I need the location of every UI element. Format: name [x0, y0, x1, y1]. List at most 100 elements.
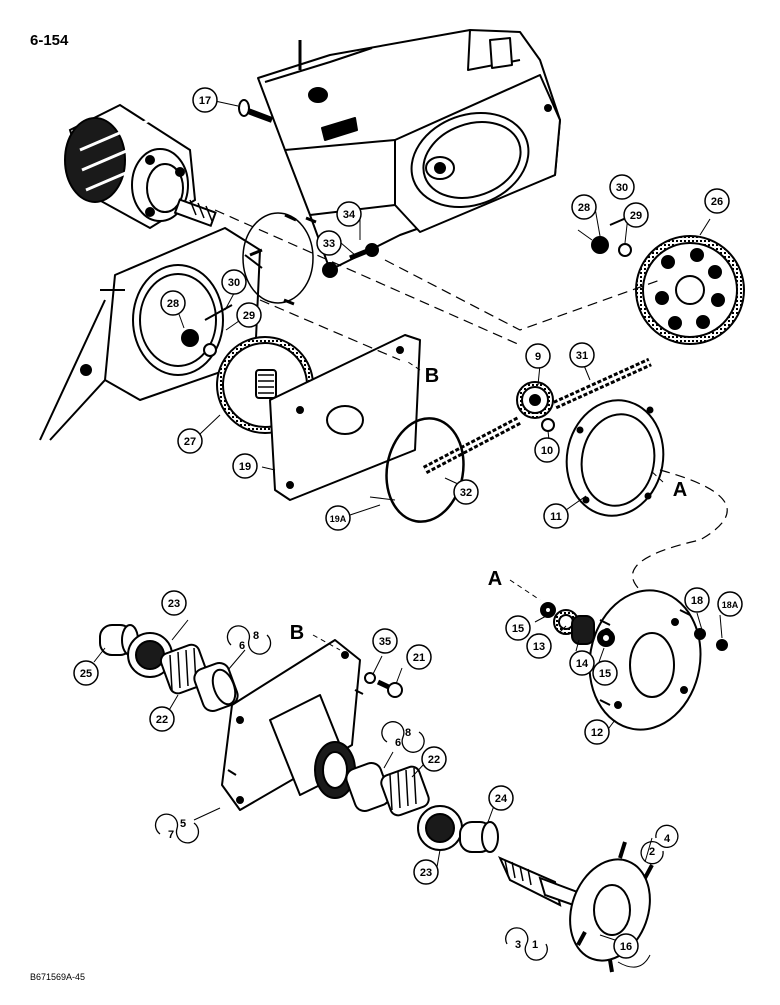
left-mounting-plate	[39, 212, 317, 441]
callout-label: 34	[343, 209, 356, 221]
callout-label: 2	[649, 846, 655, 858]
callout-label: 22	[156, 714, 168, 726]
large-sprocket-26	[635, 235, 745, 345]
callout-23: 23	[413, 859, 439, 885]
callout-label: 6	[395, 737, 401, 749]
assembly-center-lines	[214, 209, 728, 611]
callout-label: 27	[184, 436, 196, 448]
callout-15: 15	[592, 660, 618, 686]
callout-18a: 18A	[717, 591, 743, 617]
reference-letter-a: A	[673, 479, 687, 501]
callout-label: 25	[80, 668, 92, 680]
callout-group-outline	[226, 625, 272, 655]
callout-16: 16	[613, 933, 639, 959]
callout-35: 35	[372, 628, 398, 654]
reference-letters: B A A B	[290, 365, 687, 644]
callout-label: 7	[168, 829, 174, 841]
callout-group-outline	[640, 824, 679, 865]
hub-bearings	[540, 602, 615, 647]
callout-30: 30	[609, 174, 635, 200]
callout-label: 29	[243, 310, 255, 322]
callout-group-outline	[154, 813, 200, 844]
callout-22: 22	[421, 746, 447, 772]
callout-label: 23	[168, 598, 180, 610]
callout-1: 1	[532, 939, 538, 951]
callout-29: 29	[623, 202, 649, 228]
callout-label: 15	[512, 623, 524, 635]
callout-label: 26	[711, 196, 723, 208]
callout-13: 13	[526, 633, 552, 659]
callout-22: 22	[149, 706, 175, 732]
drawing-id: B671569A-45	[30, 972, 86, 982]
callout-label: 19A	[330, 514, 347, 524]
callout-label: 22	[428, 754, 440, 766]
callout-14: 14	[569, 650, 595, 676]
callout-label: 1	[532, 939, 538, 951]
callout-label: 28	[578, 202, 590, 214]
callout-label: 16	[620, 941, 632, 953]
callout-28: 28	[571, 194, 597, 220]
callout-8: 8	[405, 727, 411, 739]
callout-label: 14	[576, 658, 589, 670]
callout-label: 9	[535, 351, 541, 363]
callout-5: 5	[180, 818, 186, 830]
small-sprocket-9	[516, 381, 554, 419]
callout-12: 12	[584, 719, 610, 745]
hub-12	[588, 589, 728, 731]
callout-group-outline	[381, 721, 425, 753]
callout-group-outline	[505, 927, 548, 961]
callout-label: 33	[323, 238, 335, 250]
callout-11: 11	[543, 503, 569, 529]
callout-2: 2	[649, 846, 655, 858]
callout-label: 15	[599, 668, 611, 680]
callout-label: 12	[591, 727, 603, 739]
callout-10: 10	[534, 437, 560, 463]
callout-17: 17	[192, 87, 218, 113]
callout-label: 35	[379, 636, 391, 648]
roller-chain-32	[422, 416, 523, 474]
callout-4: 4	[664, 833, 671, 845]
callout-9: 9	[525, 343, 551, 369]
reference-letter-b: B	[425, 365, 439, 387]
callout-34: 34	[336, 201, 362, 227]
roller-chain-31	[553, 357, 652, 410]
callout-19: 19	[232, 453, 258, 479]
callout-15: 15	[505, 615, 531, 641]
cover-plate-19	[269, 334, 421, 501]
callout-label: 5	[180, 818, 186, 830]
callout-label: 31	[576, 350, 588, 362]
callout-label: 3	[515, 939, 521, 951]
callout-27: 27	[177, 428, 203, 454]
callout-label: 6	[239, 640, 245, 652]
callout-label: 17	[199, 95, 211, 107]
reference-letter-b: B	[290, 622, 304, 644]
callout-label: 21	[413, 652, 425, 664]
callout-23: 23	[161, 590, 187, 616]
callout-8: 8	[253, 630, 259, 642]
callout-29: 29	[236, 302, 262, 328]
frame-housing	[257, 29, 561, 271]
callout-label: 18	[691, 595, 703, 607]
callout-6: 6	[239, 640, 245, 652]
hardware-top	[181, 99, 641, 432]
callout-32: 32	[453, 479, 479, 505]
callout-6: 6	[395, 737, 401, 749]
callout-label: 13	[533, 641, 545, 653]
callout-label: 28	[167, 298, 179, 310]
callout-label: 30	[616, 182, 628, 194]
callout-label: 18A	[722, 600, 739, 610]
page-number: 6-154	[30, 32, 69, 49]
callout-24: 24	[488, 785, 514, 811]
bearings-left	[99, 624, 239, 713]
axle-shaft	[498, 841, 654, 973]
callout-label: 24	[495, 793, 508, 805]
callout-label: 19	[239, 461, 251, 473]
callout-30: 30	[221, 269, 247, 295]
callout-31: 31	[569, 342, 595, 368]
hydraulic-motor	[64, 103, 217, 230]
callout-label: 10	[541, 445, 553, 457]
reference-letter-a: A	[488, 568, 502, 590]
